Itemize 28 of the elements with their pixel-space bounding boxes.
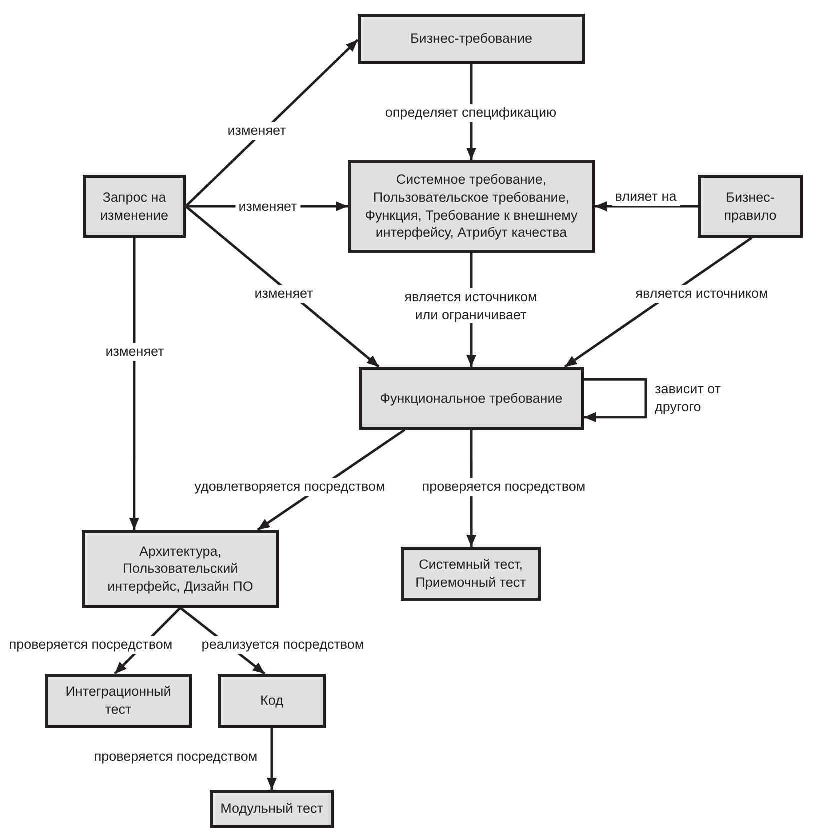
- arrow: [564, 236, 753, 368]
- process-box: [218, 674, 326, 728]
- arrow: [129, 238, 140, 530]
- node-text: Код: [260, 692, 284, 710]
- node-text: Интеграционный тест: [64, 683, 172, 719]
- loop-arrow: [584, 378, 648, 422]
- node-text: Архитектура, Пользовательский интерфейс, Дизайн ПО: [107, 542, 254, 596]
- node-text: Бизнес-требование: [410, 30, 533, 48]
- edge-label: зависит от другого: [654, 380, 722, 416]
- node-text: Бизнес-правило: [723, 188, 778, 224]
- arrow: [185, 206, 380, 368]
- process-box: [45, 674, 192, 728]
- node-text: Запрос на изменение: [100, 188, 170, 224]
- process-box: [358, 14, 585, 64]
- node-text: Функциональное требование: [380, 390, 563, 408]
- arrow: [185, 39, 359, 208]
- process-box: [348, 160, 595, 253]
- arrow: [595, 202, 698, 212]
- process-box: [401, 547, 541, 601]
- arrow: [267, 728, 277, 790]
- process-box: [82, 530, 279, 608]
- process-box: [210, 790, 334, 828]
- node-text: Системный тест, Приемочный тест: [414, 556, 528, 592]
- process-box: [359, 367, 584, 430]
- process-box: [83, 175, 186, 238]
- node-text: Модульный тест: [220, 800, 324, 818]
- process-box: [698, 175, 803, 238]
- node-text: Системное требование, Пользовательское требование, Функция, Требование к внешнему интерфейсу, Атрибут качества: [364, 171, 579, 242]
